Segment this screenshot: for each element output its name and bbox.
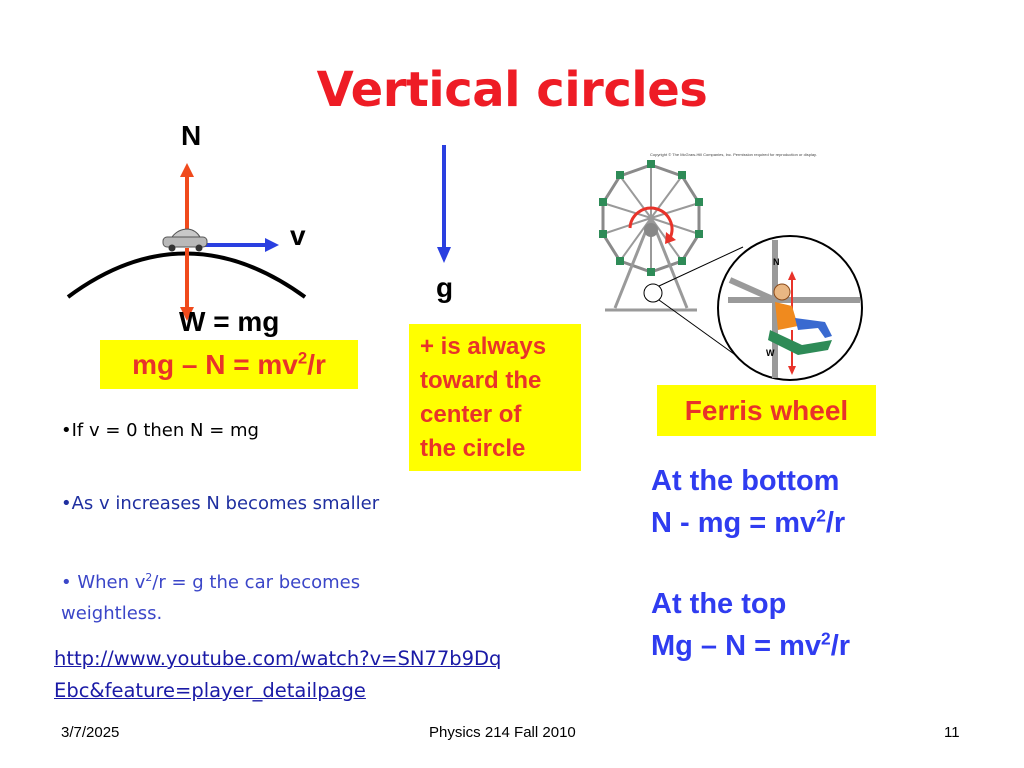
gondolas bbox=[599, 160, 703, 276]
top-equations: At the top Mg – N = mv2/r bbox=[651, 583, 850, 667]
footer-course: Physics 214 Fall 2010 bbox=[429, 724, 576, 741]
slide-title: Vertical circles bbox=[316, 62, 708, 118]
force-equation-box: mg – N = mv2/r bbox=[100, 340, 358, 389]
weightless-exp: 2 bbox=[145, 571, 153, 584]
bullet-weightless: • When v2/r = g the car becomes weightle… bbox=[61, 567, 360, 629]
copyright-text: Copyright © The McGraw-Hill Companies, I… bbox=[650, 152, 817, 157]
sign-convention-box: + is always toward the center of the cir… bbox=[409, 324, 581, 471]
weight-arrowhead bbox=[180, 307, 194, 321]
rider-icon bbox=[768, 283, 832, 355]
ferris-wheel-illustration: Copyright © The McGraw-Hill Companies, I… bbox=[599, 152, 863, 381]
equation-main: mg – N = mv bbox=[132, 349, 298, 380]
velocity-label: v bbox=[290, 220, 306, 251]
normal-arrowhead bbox=[180, 163, 194, 177]
equation-tail: /r bbox=[307, 349, 326, 380]
weightless-post: /r = g the car becomes bbox=[152, 572, 361, 593]
weight-label: W = mg bbox=[179, 306, 280, 337]
equation-exponent: 2 bbox=[297, 348, 308, 368]
wheel-hub bbox=[644, 223, 658, 237]
weightless-line-2: weightless. bbox=[61, 603, 163, 624]
youtube-link[interactable]: http://www.youtube.com/watch?v=SN77b9Dq … bbox=[54, 643, 574, 707]
bullet-v-increases: •As v increases N becomes smaller bbox=[61, 493, 380, 514]
inset-n-label: N bbox=[773, 257, 780, 267]
rotation-arrowhead bbox=[665, 232, 676, 244]
normal-label: N bbox=[181, 120, 202, 151]
bullet-v-zero: •If v = 0 then N = mg bbox=[61, 420, 259, 441]
link-line-2[interactable]: Ebc&feature=player_detailpage bbox=[54, 679, 366, 702]
rotation-arrow bbox=[628, 206, 674, 239]
bottom-title: At the bottom bbox=[651, 465, 840, 497]
ferris-wheel-label: Ferris wheel bbox=[657, 385, 876, 436]
bottom-equations: At the bottom N - mg = mv2/r bbox=[651, 460, 845, 544]
gravity-arrow bbox=[437, 145, 451, 263]
inset-w-label: W bbox=[766, 348, 775, 358]
free-body-diagram bbox=[66, 163, 307, 321]
footer-date: 3/7/2025 bbox=[61, 724, 120, 741]
weightless-pre: • When v bbox=[61, 572, 146, 593]
sign-line-3: center of bbox=[420, 401, 522, 428]
velocity-arrowhead bbox=[265, 238, 279, 252]
gravity-label: g bbox=[436, 272, 454, 303]
top-title: At the top bbox=[651, 588, 787, 620]
sign-line-1: + is always bbox=[420, 333, 547, 360]
bottom-equation: N - mg = mv2/r bbox=[651, 505, 846, 539]
sign-line-4: the circle bbox=[420, 435, 526, 462]
link-line-1[interactable]: http://www.youtube.com/watch?v=SN77b9Dq bbox=[54, 647, 502, 670]
sign-line-2: toward the bbox=[420, 367, 542, 394]
car-icon bbox=[162, 228, 208, 252]
footer-page-number: 11 bbox=[944, 724, 960, 741]
highlight-ring bbox=[643, 283, 663, 303]
top-equation: Mg – N = mv2/r bbox=[651, 628, 851, 662]
inset-frame bbox=[728, 240, 860, 378]
